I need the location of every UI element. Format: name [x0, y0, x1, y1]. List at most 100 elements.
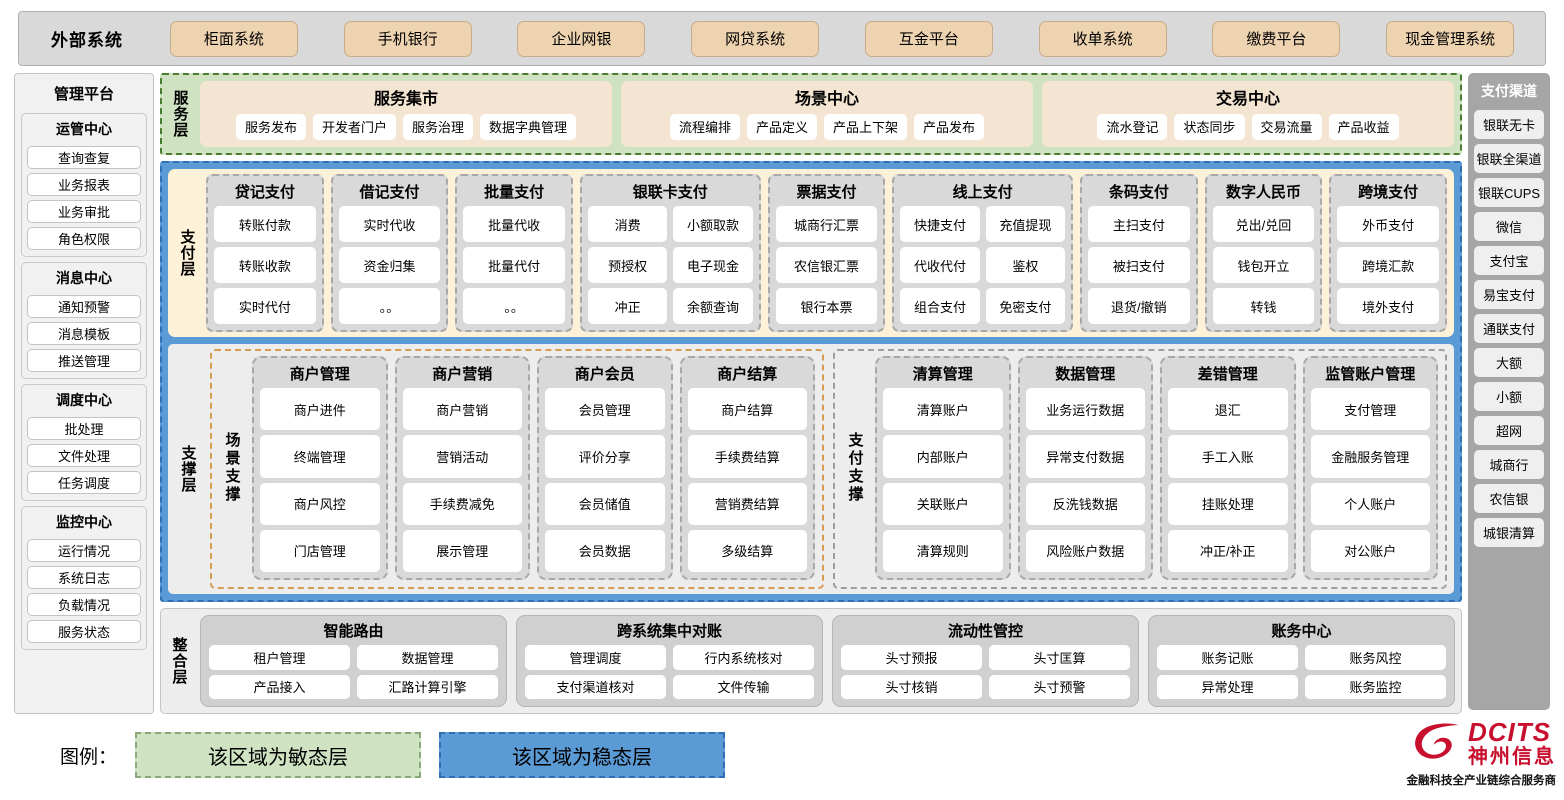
service-item[interactable]: 服务治理: [403, 113, 474, 140]
service-item[interactable]: 数据字典管理: [480, 113, 577, 140]
service-item[interactable]: 服务发布: [235, 113, 306, 140]
payment-item[interactable]: 转账付款: [214, 206, 316, 242]
service-item[interactable]: 开发者门户: [312, 113, 396, 140]
integration-item[interactable]: 头寸预警: [989, 674, 1130, 699]
integration-item[interactable]: 汇路计算引擎: [357, 674, 498, 699]
support-item[interactable]: 风险账户数据: [1025, 529, 1145, 572]
support-item[interactable]: 内部账户: [883, 435, 1003, 478]
payment-item[interactable]: 外币支付: [1337, 206, 1439, 242]
support-item[interactable]: 商户结算: [687, 388, 807, 431]
payment-channel-item[interactable]: 银联CUPS: [1474, 178, 1544, 207]
management-item[interactable]: 角色权限: [27, 227, 141, 250]
payment-item[interactable]: 快捷支付: [900, 206, 980, 242]
payment-channel-item[interactable]: 农信银: [1474, 484, 1544, 513]
support-item[interactable]: 手续费减免: [402, 482, 522, 525]
integration-item[interactable]: 账务风控: [1305, 645, 1446, 670]
support-item[interactable]: 关联账户: [883, 482, 1003, 525]
payment-channel-item[interactable]: 支付宝: [1474, 246, 1544, 275]
service-item[interactable]: 交易流量: [1251, 113, 1322, 140]
external-system-chip[interactable]: 网贷系统: [691, 20, 820, 57]
integration-item[interactable]: 管理调度: [525, 645, 666, 670]
payment-item[interactable]: 转账收款: [214, 247, 316, 283]
external-system-chip[interactable]: 手机银行: [343, 20, 472, 57]
management-item[interactable]: 负载情况: [27, 593, 141, 616]
payment-item[interactable]: 冲正: [587, 288, 668, 324]
integration-item[interactable]: 文件传输: [673, 674, 814, 699]
payment-item[interactable]: 主扫支付: [1088, 206, 1190, 242]
support-item[interactable]: 商户进件: [260, 388, 380, 431]
payment-item[interactable]: 组合支付: [900, 288, 980, 324]
payment-item[interactable]: 银行本票: [775, 288, 878, 324]
payment-item[interactable]: 兑出/兑回: [1212, 206, 1315, 242]
payment-item[interactable]: 农信银汇票: [775, 247, 878, 283]
payment-channel-item[interactable]: 银联全渠道: [1474, 144, 1544, 173]
payment-channel-item[interactable]: 微信: [1474, 212, 1544, 241]
payment-item[interactable]: 资金归集: [338, 247, 441, 283]
payment-item[interactable]: 。。: [338, 288, 441, 324]
integration-item[interactable]: 异常处理: [1157, 674, 1298, 699]
support-item[interactable]: 业务运行数据: [1025, 388, 1145, 431]
management-item[interactable]: 系统日志: [27, 566, 141, 589]
management-item[interactable]: 消息模板: [27, 322, 141, 345]
payment-item[interactable]: 被扫支付: [1088, 247, 1190, 283]
integration-item[interactable]: 账务监控: [1305, 674, 1446, 699]
integration-item[interactable]: 租户管理: [209, 645, 350, 670]
management-item[interactable]: 任务调度: [27, 471, 141, 494]
payment-channel-item[interactable]: 易宝支付: [1474, 280, 1544, 309]
payment-channel-item[interactable]: 通联支付: [1474, 314, 1544, 343]
support-item[interactable]: 营销费结算: [687, 482, 807, 525]
support-item[interactable]: 多级结算: [687, 529, 807, 572]
payment-channel-item[interactable]: 城商行: [1474, 450, 1544, 479]
payment-item[interactable]: 境外支付: [1337, 288, 1439, 324]
support-item[interactable]: 清算规则: [883, 529, 1003, 572]
service-item[interactable]: 状态同步: [1174, 113, 1245, 140]
external-system-chip[interactable]: 现金管理系统: [1386, 20, 1515, 57]
payment-item[interactable]: 鉴权: [985, 247, 1065, 283]
support-item[interactable]: 营销活动: [402, 435, 522, 478]
support-item[interactable]: 评价分享: [545, 435, 665, 478]
payment-item[interactable]: 。。: [463, 288, 565, 324]
payment-channel-item[interactable]: 银联无卡: [1474, 110, 1544, 139]
payment-item[interactable]: 代收代付: [900, 247, 980, 283]
integration-item[interactable]: 支付渠道核对: [525, 674, 666, 699]
support-item[interactable]: 冲正/补正: [1168, 529, 1288, 572]
management-item[interactable]: 服务状态: [27, 620, 141, 643]
payment-item[interactable]: 消费: [587, 206, 668, 242]
management-item[interactable]: 推送管理: [27, 349, 141, 372]
external-system-chip[interactable]: 柜面系统: [169, 20, 298, 57]
support-item[interactable]: 商户营销: [402, 388, 522, 431]
integration-item[interactable]: 账务记账: [1157, 645, 1298, 670]
payment-channel-item[interactable]: 超网: [1474, 416, 1544, 445]
external-system-chip[interactable]: 互金平台: [864, 20, 993, 57]
payment-channel-item[interactable]: 小额: [1474, 382, 1544, 411]
payment-channel-item[interactable]: 城银清算: [1474, 518, 1544, 547]
payment-item[interactable]: 充值提现: [985, 206, 1065, 242]
payment-item[interactable]: 免密支付: [985, 288, 1065, 324]
integration-item[interactable]: 头寸匡算: [989, 645, 1130, 670]
payment-item[interactable]: 批量代收: [463, 206, 565, 242]
management-item[interactable]: 业务报表: [27, 173, 141, 196]
support-item[interactable]: 反洗钱数据: [1025, 482, 1145, 525]
support-item[interactable]: 会员储值: [545, 482, 665, 525]
support-item[interactable]: 商户风控: [260, 482, 380, 525]
payment-item[interactable]: 电子现金: [673, 247, 753, 283]
support-item[interactable]: 清算账户: [883, 388, 1003, 431]
payment-item[interactable]: 余额查询: [673, 288, 753, 324]
integration-item[interactable]: 行内系统核对: [673, 645, 814, 670]
support-item[interactable]: 手续费结算: [687, 435, 807, 478]
support-item[interactable]: 终端管理: [260, 435, 380, 478]
support-item[interactable]: 金融服务管理: [1310, 435, 1430, 478]
service-item[interactable]: 流程编排: [669, 113, 740, 140]
management-item[interactable]: 运行情况: [27, 539, 141, 562]
integration-item[interactable]: 头寸核销: [841, 674, 982, 699]
payment-item[interactable]: 转钱: [1212, 288, 1315, 324]
payment-item[interactable]: 批量代付: [463, 247, 565, 283]
payment-item[interactable]: 小额取款: [673, 206, 753, 242]
payment-item[interactable]: 实时代收: [338, 206, 441, 242]
service-item[interactable]: 产品收益: [1328, 113, 1399, 140]
support-item[interactable]: 会员数据: [545, 529, 665, 572]
external-system-chip[interactable]: 企业网银: [517, 20, 646, 57]
management-item[interactable]: 通知预警: [27, 295, 141, 318]
service-item[interactable]: 产品定义: [746, 113, 817, 140]
management-item[interactable]: 查询查复: [27, 146, 141, 169]
